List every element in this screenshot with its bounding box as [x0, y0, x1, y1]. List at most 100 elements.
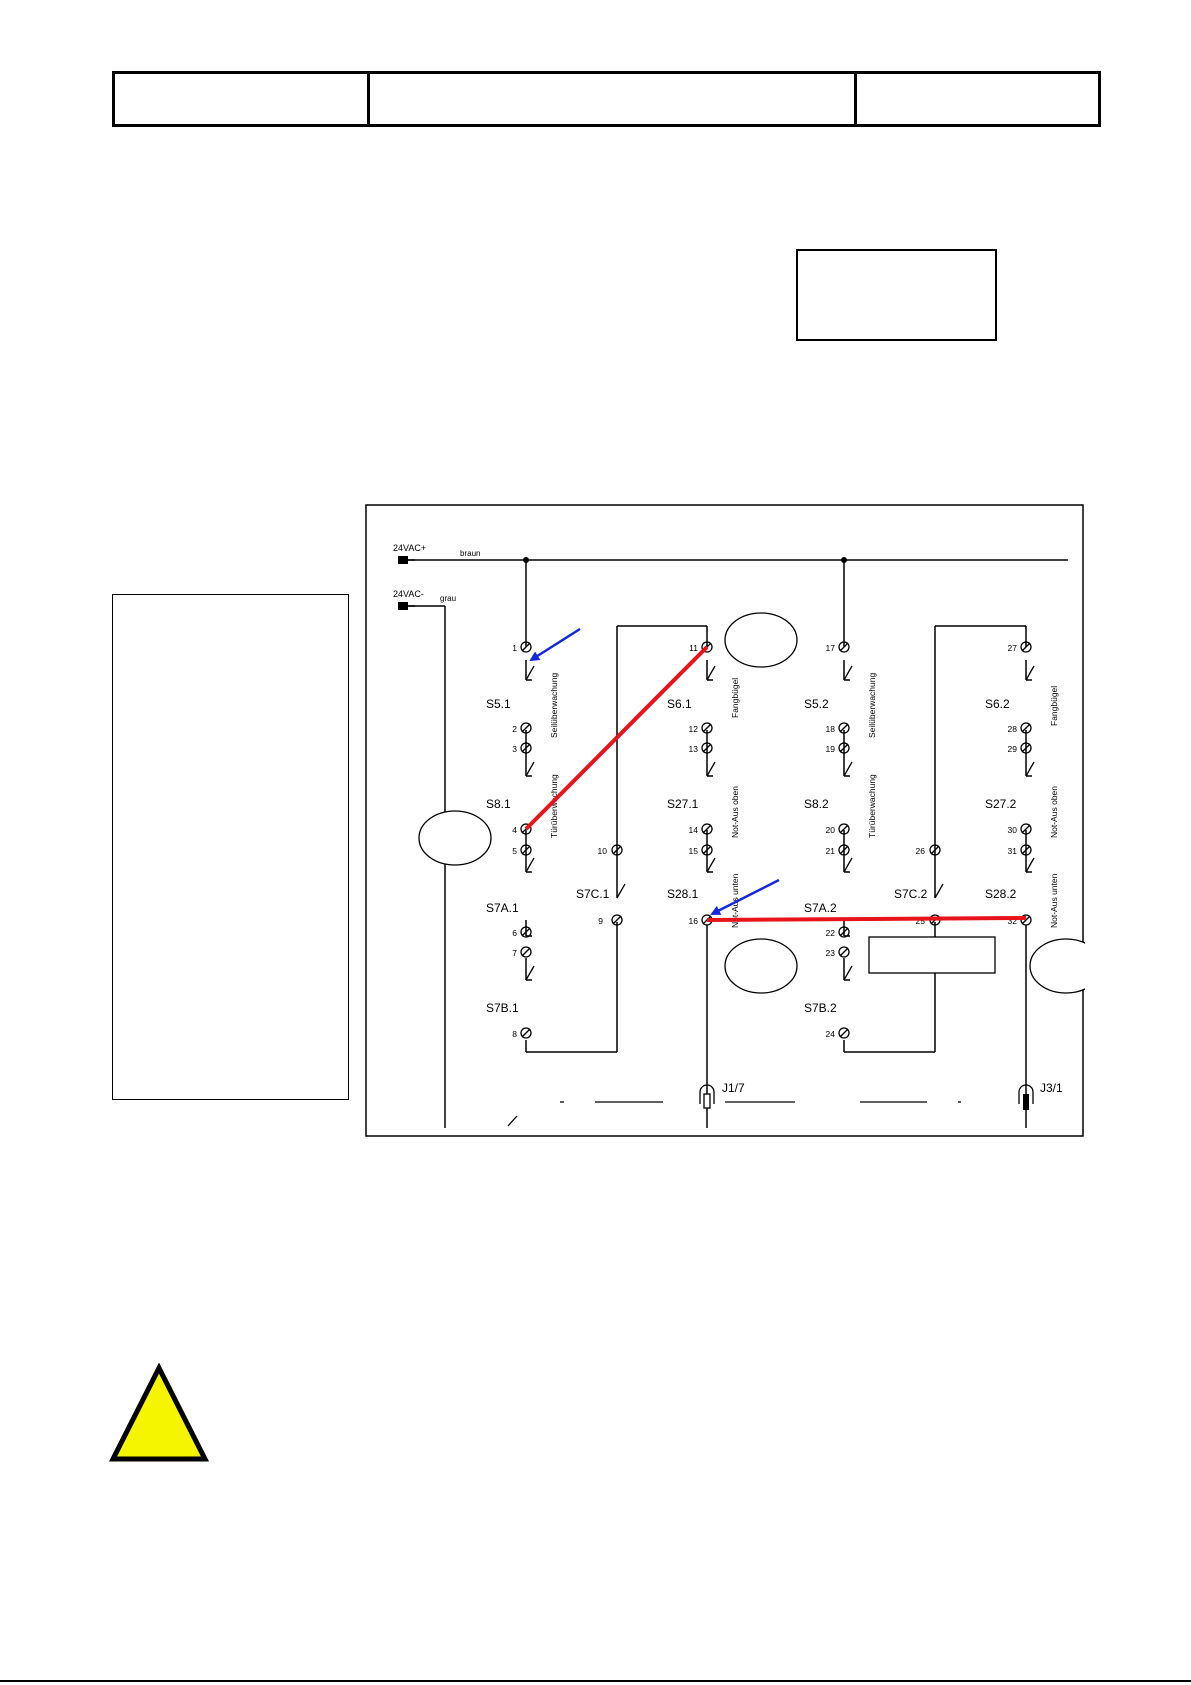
terminal-number: 22 [826, 928, 836, 938]
terminal-number: 15 [689, 846, 699, 856]
bridge-line-red [524, 645, 709, 831]
terminal-icon [520, 946, 532, 958]
terminal-icon [838, 926, 850, 938]
switch-label: S7C.1 [576, 887, 610, 901]
side-panel [112, 594, 349, 1100]
callout-circle [1029, 938, 1085, 994]
terminal-number: 10 [598, 846, 608, 856]
terminal-symbols [520, 641, 1032, 1039]
terminal-number: 26 [916, 846, 926, 856]
terminal-icon [838, 823, 850, 835]
switch-desc: Türüberwachung [867, 774, 877, 838]
terminal-number: 2 [512, 724, 517, 734]
supply-positive-wire: braun [460, 549, 480, 558]
terminal-icon [1020, 641, 1032, 653]
terminal-number: 18 [826, 724, 836, 734]
switch-desc: Fangbügel [1049, 686, 1059, 726]
terminal-number: 31 [1008, 846, 1018, 856]
switch-label: S5.2 [804, 697, 829, 711]
terminal-icon [838, 844, 850, 856]
terminal-number: 14 [689, 825, 699, 835]
terminal-icon [701, 844, 713, 856]
terminal-number: 8 [512, 1029, 517, 1039]
callout-circle [724, 938, 798, 994]
terminal-icon [838, 946, 850, 958]
switch-desc: Türüberwachung [549, 774, 559, 838]
switch-label: S7C.2 [894, 887, 928, 901]
terminal-number: 32 [1008, 916, 1018, 926]
terminal-number: 28 [1008, 724, 1018, 734]
diagram-note-box [868, 936, 996, 974]
terminal-number: 11 [689, 643, 698, 653]
terminal-icon [838, 722, 850, 734]
header-cell-right [854, 71, 1101, 127]
terminal-number: 17 [826, 643, 836, 653]
switch-desc: Not-Aus unten [1049, 873, 1059, 928]
terminal-number: 6 [512, 928, 517, 938]
terminal-number: 13 [689, 744, 699, 754]
terminal-number: 1 [512, 643, 517, 653]
callout-circle [418, 810, 492, 866]
switch-label: S28.1 [667, 887, 699, 901]
terminal-icon [520, 722, 532, 734]
switch-desc: Seilüberwachung [867, 673, 877, 738]
switch-desc: Not-Aus unten [730, 873, 740, 928]
switch-label: S7B.1 [486, 1001, 519, 1015]
switch-desc: Seilüberwachung [549, 673, 559, 738]
switch-label: S6.1 [667, 697, 692, 711]
terminal-icon [838, 1027, 850, 1039]
switch-labels: S5.1 S8.1 S7A.1 S7B.1 S7C.1 S6.1 S27.1 S… [486, 697, 1017, 1015]
switch-label: S27.2 [985, 797, 1017, 811]
header-cell-center [367, 71, 857, 127]
switch-desc: Not-Aus oben [730, 786, 740, 838]
arrow-icon [529, 627, 581, 662]
diagram-frame [365, 504, 1084, 1137]
terminal-number: 27 [1008, 643, 1018, 653]
terminal-number: 4 [512, 825, 517, 835]
terminal-icon [701, 722, 713, 734]
switch-label: S7B.2 [804, 1001, 837, 1015]
switch-contacts [525, 665, 1035, 981]
terminal-number: 30 [1008, 825, 1018, 835]
terminal-icon [1020, 823, 1032, 835]
terminal-number: 25 [916, 916, 926, 926]
terminal-icon [838, 641, 850, 653]
switch-label: S27.1 [667, 797, 699, 811]
switch-label: S28.2 [985, 887, 1017, 901]
terminal-icon [611, 844, 623, 856]
switch-label: S5.1 [486, 697, 511, 711]
connector-label-j3: J3/1 [1040, 1081, 1063, 1095]
terminal-number: 16 [689, 916, 699, 926]
switch-label: S7A.1 [486, 901, 519, 915]
warning-triangle-icon [108, 1363, 210, 1462]
terminal-number: 3 [512, 744, 517, 754]
arrow-icon [710, 878, 780, 916]
terminal-numbers: 1 2 3 4 5 6 7 8 9 10 11 12 13 14 15 16 1… [512, 643, 1017, 1039]
switch-label: S6.2 [985, 697, 1010, 711]
terminal-icon [520, 1027, 532, 1039]
terminal-icon [1020, 742, 1032, 754]
connector-icon [699, 1084, 715, 1109]
switch-desc: Not-Aus oben [1049, 786, 1059, 838]
note-box [796, 249, 997, 341]
switch-descriptions: Seilüberwachung Türüberwachung Fangbügel… [549, 673, 1059, 928]
bottom-lines [507, 1101, 961, 1127]
terminal-icon [929, 844, 941, 856]
terminal-number: 23 [826, 948, 836, 958]
supply-positive-label: 24VAC+ [393, 543, 426, 553]
terminal-number: 29 [1008, 744, 1018, 754]
switch-desc: Fangbügel [730, 678, 740, 718]
bridge-line-red [706, 916, 1027, 922]
page-bottom-rule [0, 1680, 1191, 1682]
callout-circle [724, 612, 798, 668]
terminal-number: 24 [826, 1029, 836, 1039]
terminal-number: 7 [512, 948, 517, 958]
supply-negative-wire: grau [440, 594, 456, 603]
supply-negative-label: 24VAC- [393, 589, 424, 599]
wiring-diagram: 24VAC+ braun 24VAC- grau [365, 504, 1085, 1137]
switch-label: S7A.2 [804, 901, 837, 915]
switch-label: S8.1 [486, 797, 511, 811]
terminal-icon [611, 914, 623, 926]
terminal-number: 12 [689, 724, 699, 734]
terminal-icon [838, 742, 850, 754]
